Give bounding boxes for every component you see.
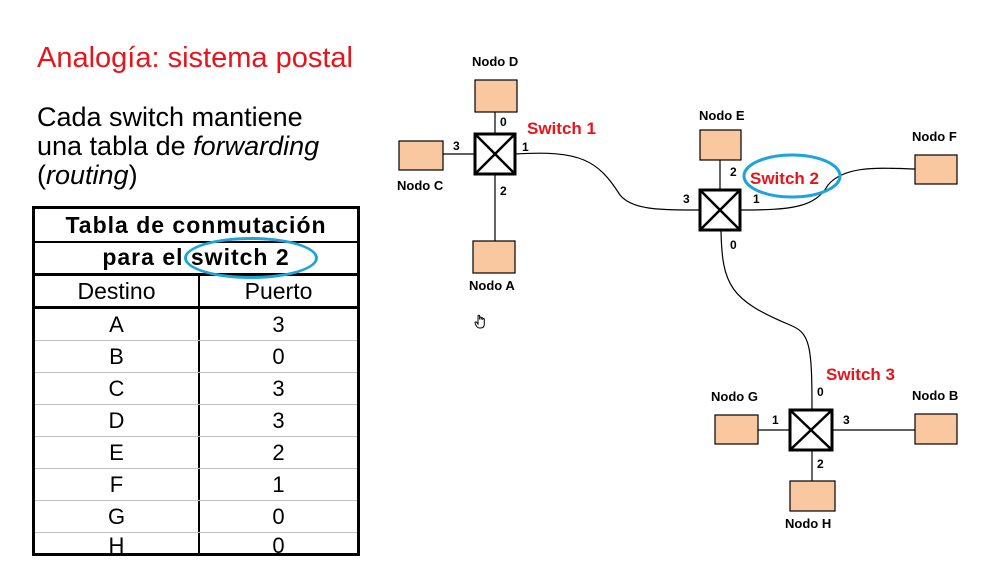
switch-2-port-3: 3 bbox=[683, 192, 690, 206]
description-line-2-prefix: una tabla de bbox=[37, 131, 194, 161]
cell-destino: B bbox=[109, 344, 124, 369]
switch-2-port-1: 1 bbox=[753, 192, 760, 206]
switch-3-cross bbox=[789, 409, 833, 451]
table-row: C 3 bbox=[35, 373, 357, 404]
switch-2-label: Switch 2 bbox=[750, 169, 819, 188]
node-g-box bbox=[714, 414, 759, 445]
switch-labels: Switch 1 Switch 2 Switch 3 bbox=[527, 119, 895, 384]
link-switch2-nodef bbox=[739, 167, 916, 211]
node-b-label: Nodo B bbox=[912, 388, 958, 403]
node-h-box bbox=[789, 480, 836, 512]
column-header-destino: Destino bbox=[77, 278, 156, 304]
cell-puerto: 1 bbox=[272, 472, 285, 497]
node-g-label: Nodo G bbox=[711, 389, 758, 404]
network-links bbox=[443, 112, 916, 481]
switch-3-port-1: 1 bbox=[772, 413, 779, 427]
link-switch1-switch2 bbox=[514, 152, 701, 211]
switch-3-label: Switch 3 bbox=[826, 365, 895, 384]
table-row: B 0 bbox=[35, 341, 357, 372]
cell-puerto: 3 bbox=[272, 376, 285, 401]
switch-3-port-2: 2 bbox=[817, 457, 824, 471]
column-header-puerto: Puerto bbox=[244, 278, 313, 304]
switch-1-cross bbox=[474, 133, 516, 175]
node-a-box bbox=[472, 240, 516, 274]
node-a-label: Nodo A bbox=[469, 278, 515, 293]
table-divider bbox=[35, 241, 357, 243]
description-forwarding: forwarding bbox=[193, 131, 320, 161]
description-routing: routing bbox=[46, 160, 129, 190]
cell-puerto: 2 bbox=[272, 440, 285, 465]
node-e-box bbox=[699, 129, 742, 161]
table-row: D 3 bbox=[35, 405, 357, 436]
node-d-box bbox=[474, 79, 518, 113]
row-separator bbox=[35, 340, 357, 341]
link-switch2-switch3 bbox=[720, 229, 813, 411]
hand-cursor-icon bbox=[474, 314, 485, 329]
node-f-box bbox=[914, 154, 958, 185]
switch-3-port-0: 0 bbox=[817, 385, 824, 399]
slide-title: Analogía: sistema postal bbox=[37, 42, 353, 74]
switch-2-port-0: 0 bbox=[730, 238, 737, 252]
switch-3-port-3: 3 bbox=[843, 413, 850, 427]
switch-1-port-2: 2 bbox=[500, 184, 507, 198]
description-line-3: (routing) bbox=[37, 161, 319, 190]
cell-destino: A bbox=[109, 312, 124, 337]
switch-1-port-3: 3 bbox=[453, 139, 460, 153]
table-title-line-1: Tabla de conmutación bbox=[65, 212, 327, 238]
switch-2-label-highlight bbox=[742, 153, 842, 199]
cell-puerto: 3 bbox=[272, 312, 285, 337]
cell-puerto: 3 bbox=[272, 408, 285, 433]
table-row: F 1 bbox=[35, 469, 357, 500]
node-f-label: Nodo F bbox=[912, 129, 957, 144]
node-d-label: Nodo D bbox=[472, 54, 518, 69]
node-c-box bbox=[398, 140, 444, 171]
table-divider bbox=[35, 306, 357, 309]
switch-2-port-2: 2 bbox=[730, 165, 737, 179]
network-nodes bbox=[398, 79, 958, 512]
switch-2-highlight-oval bbox=[184, 237, 318, 279]
cell-destino: H bbox=[108, 533, 125, 558]
table-row: G 0 bbox=[35, 501, 357, 532]
switch-2 bbox=[698, 188, 742, 232]
switch-1 bbox=[473, 132, 517, 176]
description-line-2: una tabla de forwarding bbox=[37, 132, 319, 161]
switch-2-cross bbox=[699, 189, 741, 231]
node-c-label: Nodo C bbox=[397, 178, 444, 193]
switch-1-label: Switch 1 bbox=[527, 119, 596, 138]
row-separator bbox=[35, 404, 357, 405]
node-labels: Nodo D Nodo C Nodo A Nodo E Nodo F Nodo … bbox=[397, 54, 958, 531]
node-b-box bbox=[914, 413, 958, 445]
description-line-1: Cada switch mantiene bbox=[37, 102, 303, 132]
cell-destino: G bbox=[107, 504, 126, 529]
table-row: E 2 bbox=[35, 437, 357, 468]
row-separator bbox=[35, 436, 357, 437]
cell-puerto: 0 bbox=[272, 533, 285, 558]
port-labels: 0 1 2 3 0 1 2 3 0 1 2 3 bbox=[453, 115, 850, 471]
cell-destino: F bbox=[109, 472, 124, 497]
switch-1-port-0: 0 bbox=[500, 115, 507, 129]
table-divider bbox=[35, 273, 357, 276]
switch-1-port-1: 1 bbox=[522, 140, 529, 154]
node-e-label: Nodo E bbox=[699, 108, 745, 123]
row-separator bbox=[35, 468, 357, 469]
description-text: Cada switch mantiene una tabla de forwar… bbox=[37, 103, 319, 190]
switch-3 bbox=[788, 408, 834, 452]
table-row: H 0 bbox=[35, 523, 357, 558]
table-row: A 3 bbox=[35, 309, 357, 340]
row-separator bbox=[35, 372, 357, 373]
cell-destino: D bbox=[108, 408, 125, 433]
cell-puerto: 0 bbox=[272, 344, 285, 369]
node-h-label: Nodo H bbox=[785, 516, 831, 531]
row-separator bbox=[35, 532, 357, 533]
row-separator bbox=[35, 500, 357, 501]
table-column-divider bbox=[198, 274, 200, 553]
cell-puerto: 0 bbox=[272, 504, 285, 529]
description-paren-open: ( bbox=[37, 160, 46, 190]
cell-destino: E bbox=[109, 440, 124, 465]
description-paren-close: ) bbox=[128, 160, 138, 190]
cell-destino: C bbox=[108, 376, 125, 401]
